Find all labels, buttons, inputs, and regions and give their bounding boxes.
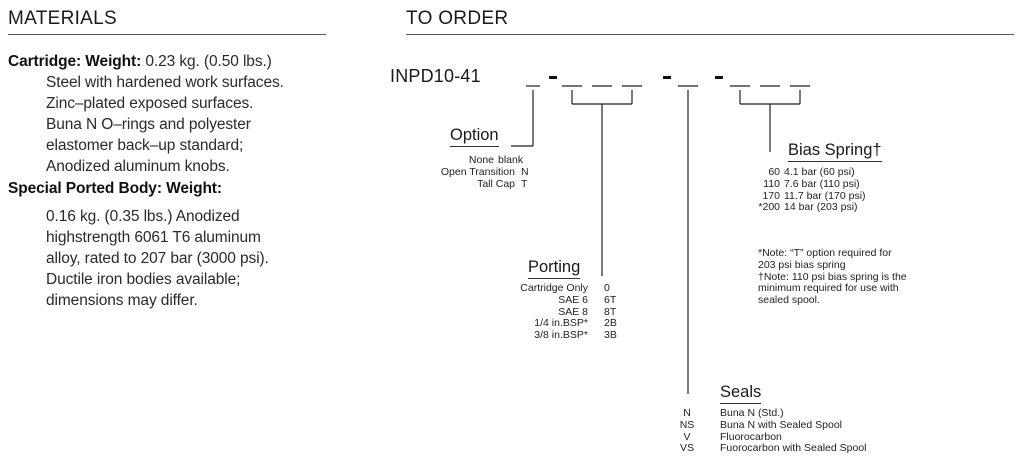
seals-label: Fluorocarbon bbox=[720, 430, 782, 443]
cartridge-weight-line: Cartridge: Weight: 0.23 kg. (0.50 lbs.) bbox=[8, 51, 272, 72]
model-number: INPD10-41 bbox=[390, 66, 481, 86]
note-line: 203 psi bias spring bbox=[758, 258, 846, 271]
option-code: N bbox=[521, 165, 529, 178]
body-line: alloy, rated to 207 bar (3000 psi). bbox=[46, 250, 269, 267]
bias-spring-item: 110 7.6 bar (110 psi) bbox=[746, 177, 866, 191]
seals-item: NS Buna N with Sealed Spool bbox=[672, 418, 867, 432]
seals-code: V bbox=[683, 430, 691, 443]
porting-label: Cartridge Only bbox=[520, 282, 588, 294]
cartridge-label: Cartridge: bbox=[8, 53, 82, 70]
seals-item: N Buna N (Std.) bbox=[672, 407, 867, 420]
porting-label: 3/8 in.BSP* bbox=[534, 329, 588, 342]
bias-spring-code: 110 bbox=[763, 177, 780, 190]
porting-title: Porting bbox=[528, 258, 581, 279]
bias-spring-label: 7.6 bar (110 psi) bbox=[784, 177, 860, 190]
body-line: highstrength 6061 T6 aluminum bbox=[46, 229, 261, 246]
bias-spring-item: 170 11.7 bar (170 psi) bbox=[746, 189, 866, 203]
bias-spring-label: 4.1 bar (60 psi) bbox=[784, 166, 855, 178]
porting-code: 0 bbox=[604, 282, 610, 294]
bias-spring-label: 14 bar (203 psi) bbox=[784, 201, 858, 214]
porting-code: 2B bbox=[604, 317, 617, 330]
option-label: None bbox=[468, 154, 494, 166]
option-label: Open Transition bbox=[440, 165, 515, 178]
order-rule bbox=[406, 34, 1014, 35]
option-list: None blank Open Transition N Tall Cap T bbox=[380, 154, 530, 191]
bias-spring-item: 60 4.1 bar (60 psi) bbox=[746, 166, 866, 179]
body-line: 0.16 kg. (0.35 lbs.) Anodized bbox=[46, 208, 240, 225]
cartridge-line: Steel with hardened work surfaces. bbox=[46, 74, 284, 91]
porting-code: 6T bbox=[604, 293, 617, 306]
seals-code: VS bbox=[679, 442, 694, 455]
porting-label: 1/4 in.BSP* bbox=[534, 317, 588, 330]
seals-label: Buna N with Sealed Spool bbox=[720, 418, 842, 431]
porting-code: 8T bbox=[604, 305, 617, 318]
bias-spring-label: 11.7 bar (170 psi) bbox=[784, 189, 866, 202]
cartridge-line: Buna N O–rings and polyester bbox=[46, 116, 251, 133]
bias-spring-item: *200 14 bar (203 psi) bbox=[746, 202, 866, 214]
option-code: T bbox=[521, 177, 528, 190]
cartridge-weight-value: 0.23 kg. (0.50 lbs.) bbox=[145, 53, 272, 70]
option-title: Option bbox=[450, 126, 499, 147]
porting-item: SAE 8 8T bbox=[480, 305, 617, 319]
porting-label: SAE 6 bbox=[558, 293, 588, 306]
note-line: sealed spool. bbox=[758, 294, 820, 307]
bias-spring-list: 60 4.1 bar (60 psi) 110 7.6 bar (110 psi… bbox=[746, 166, 866, 214]
body-line: dimensions may differ. bbox=[46, 292, 198, 309]
materials-heading: MATERIALS bbox=[8, 8, 117, 29]
seals-label: Fuorocarbon with Sealed Spool bbox=[720, 442, 867, 455]
seals-code: NS bbox=[679, 418, 695, 431]
option-item: None blank bbox=[380, 154, 530, 167]
body-line: Ductile iron bodies available; bbox=[46, 271, 241, 288]
cartridge-weight-label: Weight: bbox=[85, 53, 142, 70]
seals-item: VS Fuorocarbon with Sealed Spool bbox=[672, 443, 867, 455]
bias-spring-code: 170 bbox=[762, 189, 780, 202]
bias-spring-code: 60 bbox=[768, 166, 780, 178]
option-label: Tall Cap bbox=[477, 177, 515, 190]
porting-code: 3B bbox=[604, 329, 617, 342]
code-dash bbox=[663, 76, 671, 79]
note-line: minimum required for use with bbox=[758, 282, 899, 295]
cartridge-line: Zinc–plated exposed surfaces. bbox=[46, 95, 254, 112]
cartridge-line: elastomer back–up standard; bbox=[46, 137, 244, 154]
code-dash bbox=[549, 76, 557, 79]
note-line: *Note: “T” option required for bbox=[758, 247, 892, 259]
porting-item: 1/4 in.BSP* 2B bbox=[480, 318, 617, 330]
porting-item: Cartridge Only 0 bbox=[480, 282, 617, 295]
option-code: blank bbox=[498, 154, 524, 166]
materials-rule bbox=[8, 34, 326, 35]
note-line: †Note: 110 psi bias spring is the bbox=[758, 270, 907, 283]
bias-spring-title: Bias Spring† bbox=[788, 141, 882, 162]
porting-label: SAE 8 bbox=[558, 305, 588, 318]
seals-list: N Buna N (Std.) NS Buna N with Sealed Sp… bbox=[672, 407, 867, 455]
bias-spring-code: *200 bbox=[758, 201, 780, 214]
seals-item: V Fluorocarbon bbox=[672, 430, 867, 444]
body-label: Special Ported Body: Weight: bbox=[8, 180, 222, 197]
option-item: Open Transition N bbox=[380, 165, 530, 179]
cartridge-line: Anodized aluminum knobs. bbox=[46, 158, 230, 175]
seals-title: Seals bbox=[720, 383, 762, 404]
order-heading: TO ORDER bbox=[406, 8, 509, 29]
code-dash bbox=[715, 76, 723, 79]
seals-label: Buna N (Std.) bbox=[720, 407, 784, 419]
porting-list: Cartridge Only 0 SAE 6 6T SAE 8 8T 1/4 i… bbox=[480, 282, 617, 342]
bias-spring-notes: *Note: “T” option required for 203 psi b… bbox=[758, 247, 907, 307]
porting-item: 3/8 in.BSP* 3B bbox=[480, 329, 617, 342]
seals-code: N bbox=[683, 407, 691, 419]
porting-item: SAE 6 6T bbox=[480, 293, 617, 307]
option-item: Tall Cap T bbox=[380, 177, 530, 191]
